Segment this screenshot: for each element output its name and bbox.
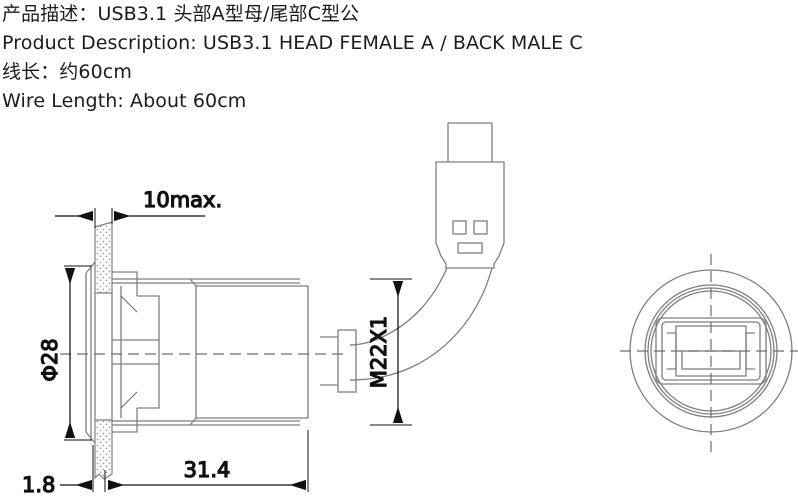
dimension-label-panel-thickness: 10max. (143, 188, 222, 212)
body-outline (195, 285, 309, 419)
wire-length-en: Wire Length: About 60cm (2, 90, 247, 112)
wire-length-cn: 线长：约60cm (2, 61, 132, 83)
connector-detent-right (473, 220, 488, 235)
cable-edge-lower (349, 267, 493, 381)
cable (349, 267, 493, 381)
product-description-en: Product Description: USB3.1 HEAD FEMALE … (2, 32, 583, 54)
side-section-view (60, 221, 357, 480)
dimension-flange-thickness: 1.8 (21, 445, 106, 498)
dimension-flange-diameter: Φ28 (37, 265, 92, 441)
dimension-label-flange-thickness: 1.8 (22, 473, 55, 497)
cable-edge-upper (349, 267, 448, 346)
mounting-nut (112, 271, 160, 433)
dimension-thread: M22X1 (366, 278, 412, 426)
connector-body-barrel (189, 278, 309, 426)
nut-bottom-step (112, 408, 138, 433)
dimension-label-body-length: 31.4 (184, 458, 231, 482)
connector-cable-stub (447, 122, 493, 162)
usb-c-male-connector (435, 122, 505, 269)
tail-plate-links (320, 336, 338, 386)
nut-chamfer-upper (120, 295, 138, 313)
panel-hatch-top (94, 221, 113, 294)
dimension-set: 10max. Φ28 M22X1 1.8 31.4 (21, 187, 412, 498)
nut-top-step (112, 271, 138, 296)
dimension-label-flange-diameter: Φ28 (38, 338, 62, 381)
panel-hatch-bottom (94, 419, 113, 480)
tail-cap (320, 329, 357, 393)
nut-chamfer-lower (120, 391, 138, 409)
product-description-cn: 产品描述：USB3.1 头部A型母/尾部C型公 (2, 3, 360, 25)
connector-body (435, 161, 505, 269)
dimension-label-thread: M22X1 (367, 316, 391, 389)
nut-face (137, 295, 160, 409)
front-view (620, 254, 798, 452)
dimension-body-length: 31.4 (108, 430, 309, 492)
tail-plate (337, 329, 357, 393)
panel-inner-edges (94, 293, 113, 420)
spec-header: 产品描述：USB3.1 头部A型母/尾部C型公 Product Descript… (0, 0, 798, 116)
connector-slot (457, 242, 483, 254)
connector-detent-left (452, 220, 467, 235)
dimension-panel-thickness: 10max. (55, 187, 223, 228)
body-corner-chamfers (189, 278, 197, 426)
threaded-barrel (112, 278, 300, 426)
